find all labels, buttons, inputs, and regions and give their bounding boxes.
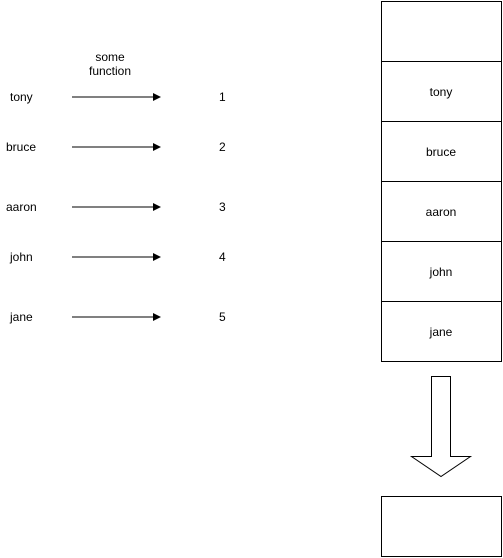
table-cell-text: jane <box>429 325 453 339</box>
hash-index: 5 <box>219 310 226 324</box>
key-name: jane <box>10 310 33 324</box>
function-label-line1: some <box>95 50 125 64</box>
table-cell-5 <box>381 301 502 362</box>
function-label: some function <box>80 50 140 78</box>
block-arrow-down-icon <box>409 376 473 478</box>
hash-index: 1 <box>219 90 226 104</box>
key-name: aaron <box>6 200 37 214</box>
table-cell-text: tony <box>429 85 453 99</box>
table-cell-0 <box>381 1 502 62</box>
key-name: tony <box>10 90 33 104</box>
table-cell-4 <box>381 241 502 302</box>
table-cell-1 <box>381 61 502 122</box>
table-cell-3 <box>381 181 502 242</box>
result-box <box>381 496 502 557</box>
hash-index: 2 <box>219 140 226 154</box>
key-name: bruce <box>6 140 37 154</box>
table-cell-text: aaron <box>425 205 457 219</box>
table-cell-text: john <box>429 265 453 279</box>
hash-index: 3 <box>219 200 226 214</box>
function-label-line2: function <box>88 64 132 78</box>
hash-index: 4 <box>219 250 226 264</box>
table-cell-text: bruce <box>425 145 457 159</box>
key-name: john <box>10 250 33 264</box>
